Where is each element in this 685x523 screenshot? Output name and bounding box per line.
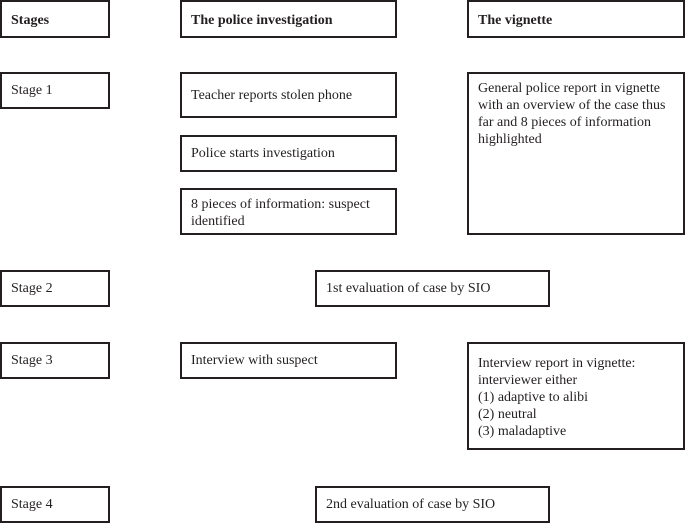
police-starts-box: Police starts investigation xyxy=(180,135,397,172)
first-eval-text: 1st evaluation of case by SIO xyxy=(326,281,491,296)
header-police-investigation: The police investigation xyxy=(180,0,397,38)
stage-4-text: Stage 4 xyxy=(11,497,53,512)
stage-2-text: Stage 2 xyxy=(11,281,53,296)
pieces-info-box: 8 pieces of information: suspect identif… xyxy=(180,188,397,235)
interview-text: Interview with suspect xyxy=(191,353,318,368)
police-starts-text: Police starts investigation xyxy=(191,146,335,161)
teacher-reports-text: Teacher reports stolen phone xyxy=(191,87,353,103)
second-eval-text: 2nd evaluation of case by SIO xyxy=(326,497,496,512)
stage-3-text: Stage 3 xyxy=(11,353,53,368)
interview-option-1: (1) adaptive to alibi xyxy=(478,390,589,405)
interview-box: Interview with suspect xyxy=(180,342,397,379)
general-report-box: General police report in vignette with a… xyxy=(467,72,685,235)
stage-2-box: Stage 2 xyxy=(0,270,110,307)
interview-report-intro: Interview report in vignette: interviewe… xyxy=(478,356,636,388)
header-stages: Stages xyxy=(0,0,110,38)
header-vignette: The vignette xyxy=(467,0,685,38)
stage-4-box: Stage 4 xyxy=(0,486,110,523)
second-eval-box: 2nd evaluation of case by SIO xyxy=(315,486,550,523)
teacher-reports-box: Teacher reports stolen phone xyxy=(180,72,397,118)
stage-1-box: Stage 1 xyxy=(0,72,110,109)
first-eval-box: 1st evaluation of case by SIO xyxy=(315,270,550,307)
interview-report-box: Interview report in vignette: interviewe… xyxy=(467,342,685,450)
interview-option-3: (3) maladaptive xyxy=(478,424,567,439)
interview-option-2: (2) neutral xyxy=(478,407,537,422)
stage-3-box: Stage 3 xyxy=(0,342,110,379)
